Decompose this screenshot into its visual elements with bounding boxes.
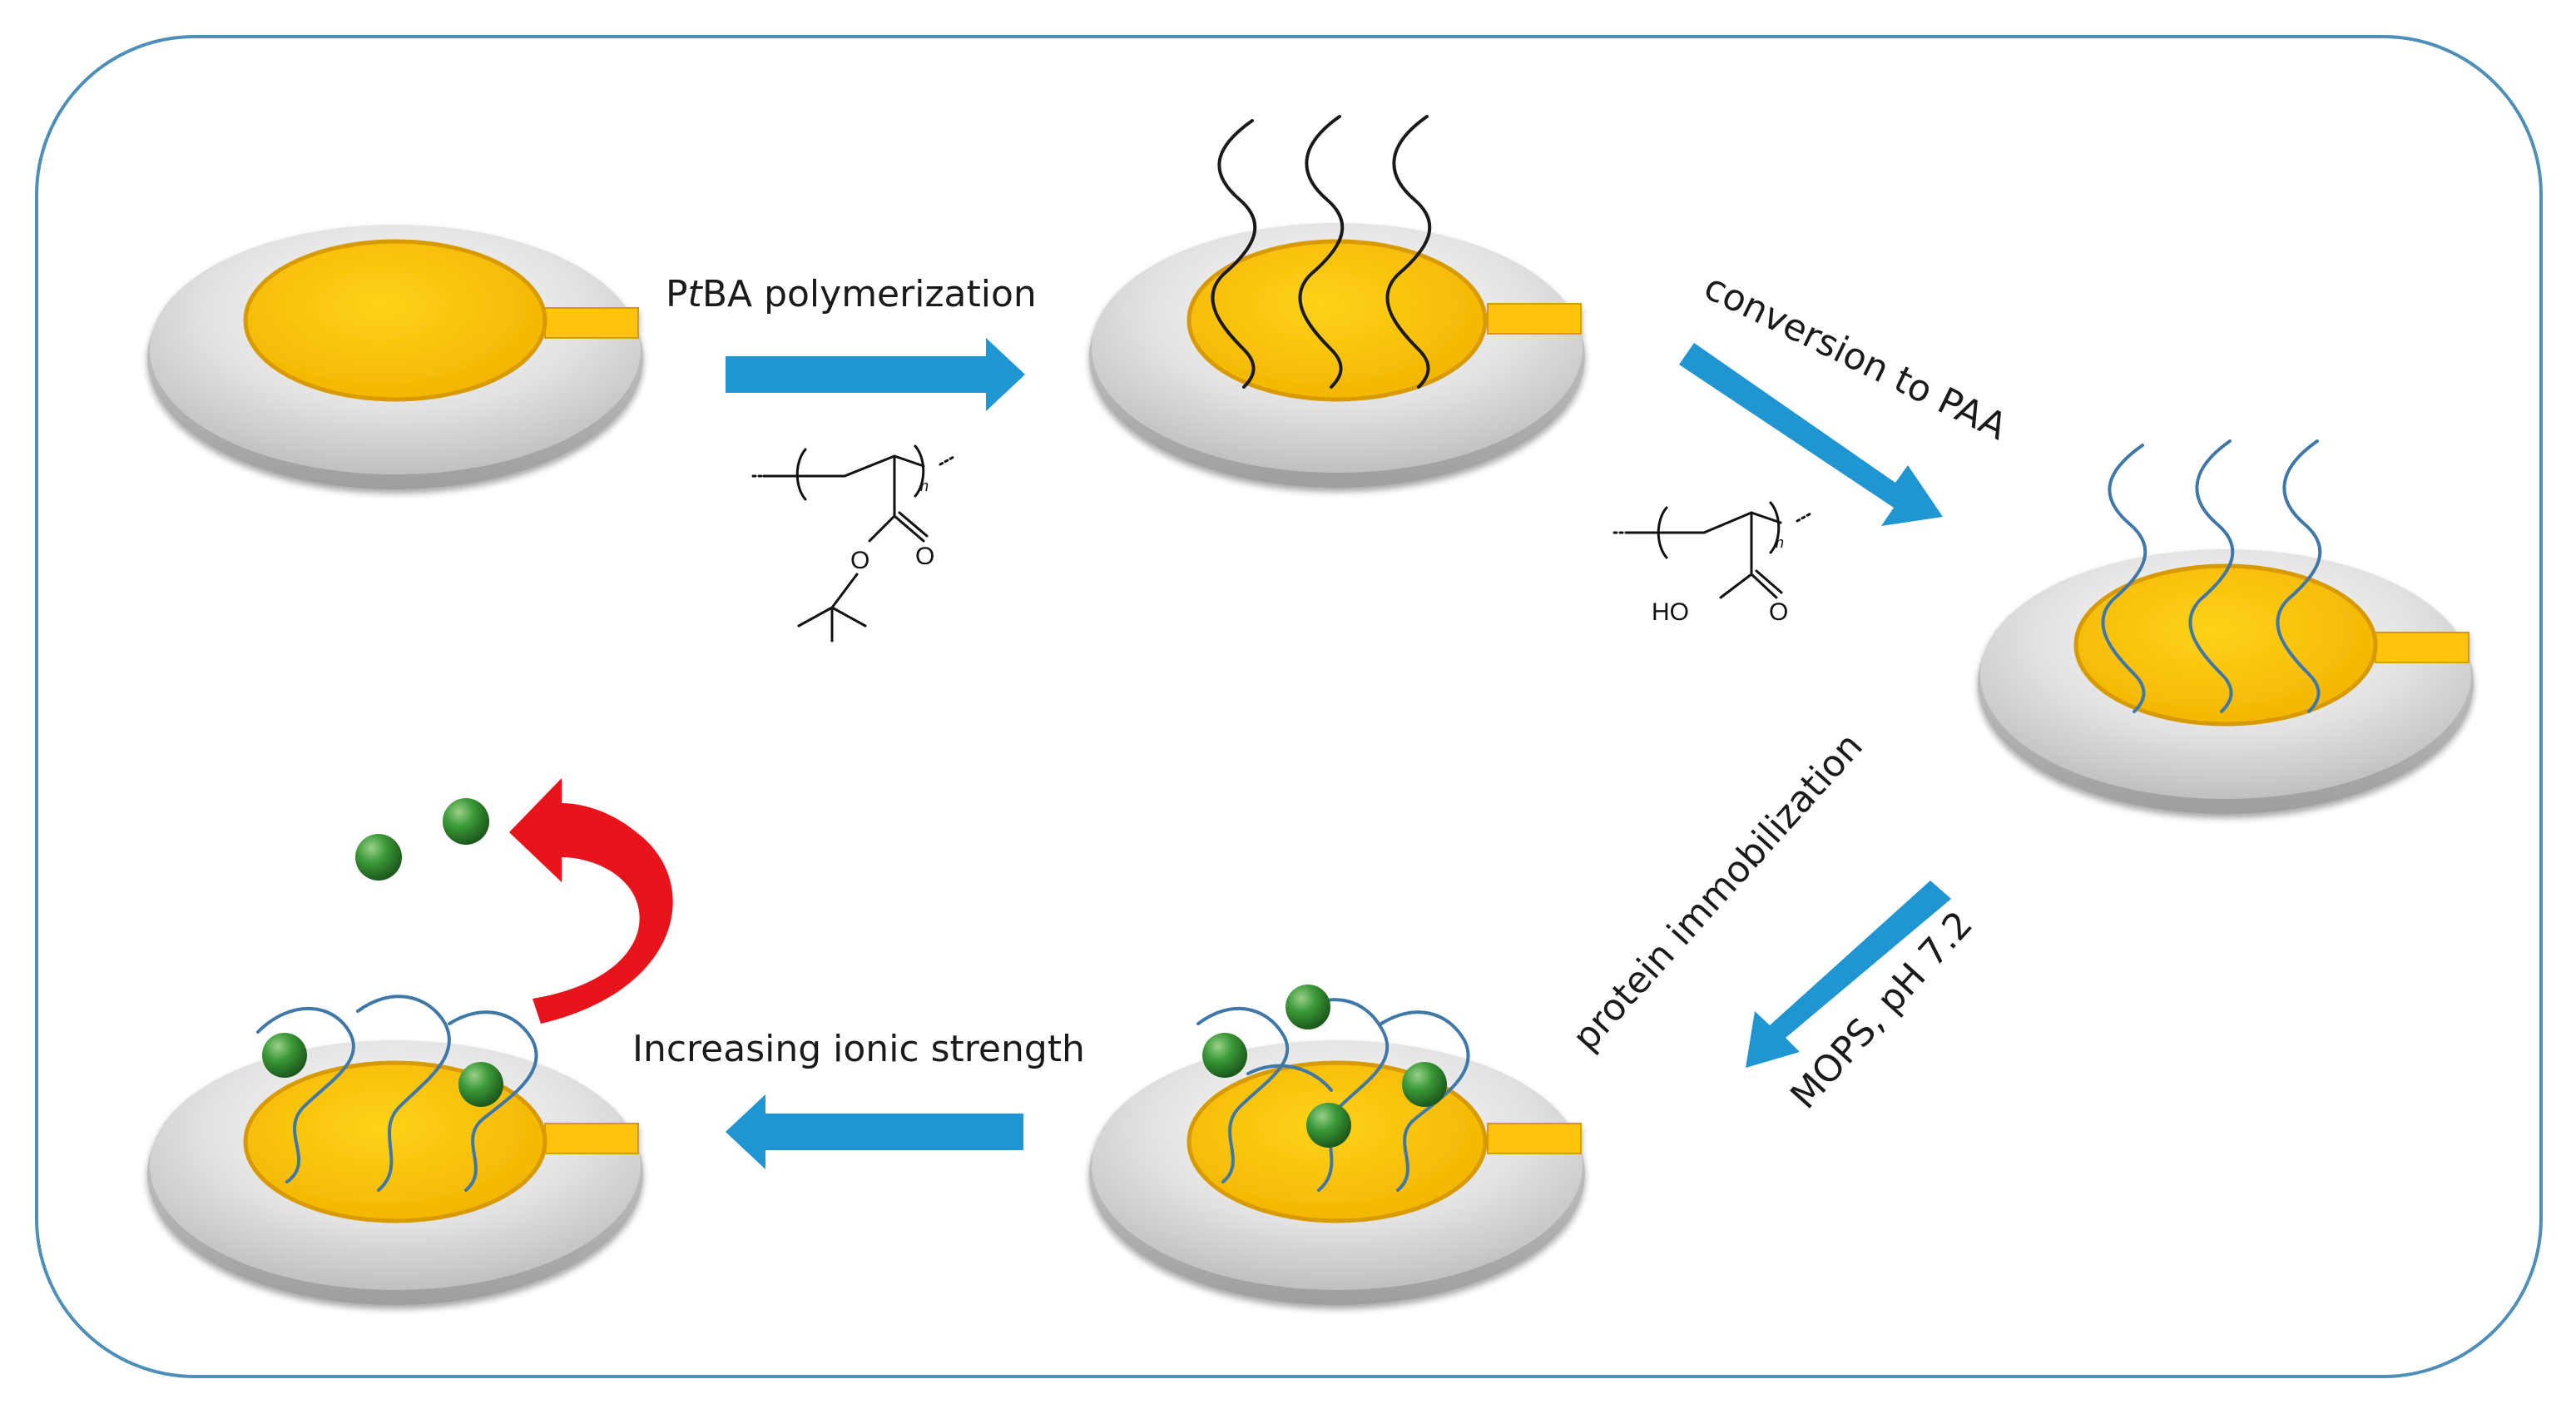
release-arrow <box>509 778 673 1024</box>
paa-brush-chains <box>2101 439 2322 713</box>
protein-sphere <box>1402 1062 1447 1107</box>
label-step2: conversion to PAA <box>1697 265 2014 449</box>
gold-lead <box>544 307 639 339</box>
arrow-step2 <box>1679 343 1943 526</box>
arrow-step3 <box>1746 881 1951 1068</box>
gold-lead <box>2375 632 2469 663</box>
gold-surface <box>243 239 547 402</box>
paa-carbonyl-oxygen: O <box>1769 598 1788 626</box>
paa-repeat-n: n <box>1776 534 1784 551</box>
released-proteins <box>355 798 489 881</box>
ptba-structure <box>751 444 957 642</box>
paa-structure <box>1612 501 1814 599</box>
paa-hydroxyl: HO <box>1652 598 1689 626</box>
ptba-carbonyl-oxygen: O <box>915 543 934 570</box>
protein-sphere <box>1202 1033 1247 1078</box>
electrode-bare <box>147 225 643 489</box>
gold-lead <box>1487 1123 1582 1154</box>
protein-sphere <box>1306 1103 1351 1148</box>
outer-frame <box>35 35 2543 1378</box>
electrode-after-release <box>147 1040 643 1305</box>
remaining-proteins <box>262 1033 503 1107</box>
protein-sphere <box>1286 985 1330 1029</box>
protein-sphere <box>443 798 489 845</box>
label-step3-line1: protein immobilization <box>1564 725 1871 1059</box>
protein-sphere <box>355 834 402 881</box>
gold-surface <box>1186 239 1488 402</box>
arrow-step1 <box>726 338 1025 411</box>
gold-lead <box>544 1123 639 1154</box>
ptba-ester-oxygen: O <box>850 547 869 574</box>
electrode-paa <box>1978 549 2474 814</box>
arrow-step4 <box>726 1094 1023 1169</box>
paa-collapsed-chains <box>1196 998 1470 1192</box>
gold-surface <box>2073 563 2378 727</box>
ptba-repeat-n: n <box>920 478 929 494</box>
electrode-protein-loaded <box>1089 1040 1585 1305</box>
ptba-brush-chains <box>1211 115 1432 389</box>
protein-sphere <box>262 1033 307 1078</box>
protein-sphere <box>458 1062 503 1107</box>
paa-chains-after-release <box>256 995 538 1192</box>
label-step1: PtBA polymerization <box>666 273 1037 315</box>
gold-lead <box>1487 303 1582 335</box>
bound-proteins <box>1202 985 1447 1148</box>
label-step4: Increasing ionic strength <box>632 1028 1085 1070</box>
